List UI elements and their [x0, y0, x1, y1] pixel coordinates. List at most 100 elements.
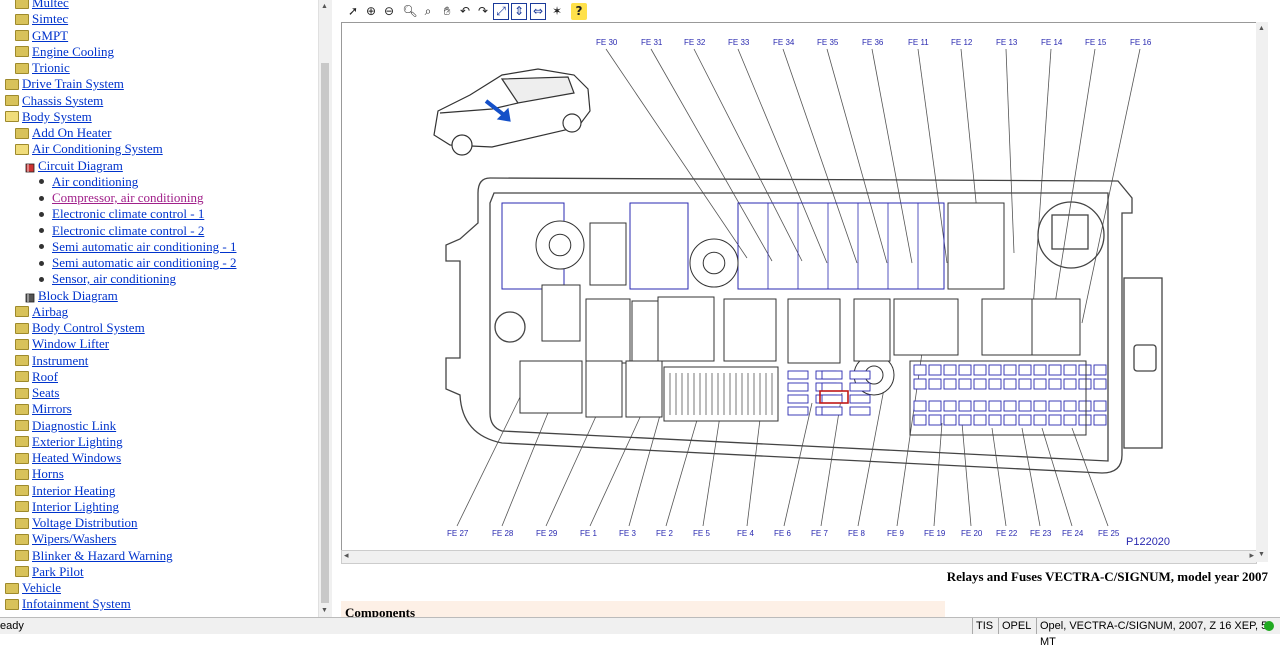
tree-item[interactable]: Seats [15, 385, 59, 401]
mini-fuse[interactable] [1033, 378, 1047, 390]
mini-fuse[interactable] [787, 394, 809, 404]
tree-item-link[interactable]: Air Conditioning System [32, 141, 163, 157]
fuse-label[interactable]: FE 32 [684, 38, 706, 47]
fuse-label[interactable]: FE 16 [1130, 38, 1152, 47]
fuse-label[interactable]: FE 36 [862, 38, 884, 47]
relay[interactable] [589, 222, 627, 286]
mini-fuse[interactable] [1063, 364, 1077, 376]
highlighted-fuse[interactable] [819, 390, 849, 404]
scroll-down-icon[interactable]: ▼ [321, 606, 328, 614]
tree-item-link[interactable]: Heated Windows [32, 450, 122, 465]
zoom-region-icon[interactable]: ⌕ [424, 4, 432, 18]
multi-connector[interactable] [663, 366, 779, 422]
tree-item[interactable]: Simtec [15, 11, 68, 27]
mini-fuse[interactable] [958, 378, 972, 390]
fuse-label[interactable]: FE 24 [1062, 529, 1084, 538]
fuse-label[interactable]: FE 27 [447, 529, 469, 538]
page-vertical-scrollbar[interactable]: ▲ ▼ [1256, 22, 1268, 562]
mini-fuse[interactable] [1018, 400, 1032, 412]
mini-fuse[interactable] [973, 414, 987, 426]
tree-item-link[interactable]: Chassis System [22, 92, 104, 108]
tree-item[interactable]: Air Conditioning System [15, 141, 163, 157]
tree-item[interactable]: Blinker & Hazard Warning [15, 548, 173, 564]
tree-item[interactable]: Electronic climate control - 1 [37, 206, 204, 222]
tree-item-link[interactable]: Interior Lighting [32, 498, 120, 514]
tree-item-link[interactable]: Infotainment System [22, 596, 131, 612]
fuse-label[interactable]: FE 14 [1041, 38, 1063, 47]
tree-item-link[interactable]: Body System [22, 108, 92, 124]
fuse-label[interactable]: FE 1 [580, 529, 597, 538]
tree-item[interactable]: Exterior Lighting [15, 434, 123, 450]
tree-item-link[interactable]: Body Control System [32, 320, 145, 335]
zoom-out-icon[interactable]: ⊖ [383, 4, 395, 18]
mini-fuse[interactable] [1018, 414, 1032, 426]
zoom-in-icon[interactable]: ⊕ [365, 4, 377, 18]
mini-fuse[interactable] [1003, 364, 1017, 376]
tree-item[interactable]: Multec [15, 0, 69, 11]
fuse-label[interactable]: FE 34 [773, 38, 795, 47]
tree-item[interactable]: Air conditioning [37, 174, 138, 190]
mini-fuse[interactable] [787, 406, 809, 416]
relay[interactable] [657, 296, 715, 362]
tree-item-link[interactable]: Window Lifter [32, 336, 110, 352]
tree-item-link[interactable]: Compressor, air conditioning [52, 190, 204, 205]
tree-item[interactable]: Semi automatic air conditioning - 1 [37, 239, 237, 255]
mini-fuse[interactable] [1078, 378, 1092, 390]
mini-fuse[interactable] [943, 364, 957, 376]
help-icon[interactable]: ? [571, 3, 587, 20]
scroll-down-icon[interactable]: ▼ [1258, 550, 1265, 558]
relay[interactable] [519, 360, 583, 414]
relay[interactable] [853, 298, 891, 362]
mini-fuse[interactable] [943, 414, 957, 426]
fuse-label[interactable]: FE 20 [961, 529, 983, 538]
mini-fuse[interactable] [1063, 400, 1077, 412]
mini-fuse[interactable] [958, 364, 972, 376]
tree-item-link[interactable]: Horns [32, 466, 64, 482]
fuse-label[interactable]: FE 8 [848, 529, 865, 538]
tree-item-link[interactable]: Voltage Distribution [32, 515, 138, 530]
mini-fuse[interactable] [1093, 400, 1107, 412]
highlight-icon[interactable]: ✶ [551, 4, 563, 18]
fuse-label[interactable]: FE 35 [817, 38, 839, 47]
mini-fuse[interactable] [958, 400, 972, 412]
fuse-label[interactable]: FE 30 [596, 38, 618, 47]
mini-fuse[interactable] [1018, 364, 1032, 376]
select-arrow-icon[interactable]: ➚ [347, 4, 359, 18]
mini-fuse[interactable] [1048, 414, 1062, 426]
mini-fuse[interactable] [913, 378, 927, 390]
relay[interactable] [1031, 298, 1081, 356]
scroll-up-icon[interactable]: ▲ [321, 2, 328, 10]
tree-item-link[interactable]: Seats [32, 385, 60, 400]
fuse-label[interactable]: FE 25 [1098, 529, 1120, 538]
mini-fuse[interactable] [1003, 378, 1017, 390]
diagram-horizontal-scrollbar[interactable]: ◂ ▸ [341, 550, 1257, 564]
mini-fuse[interactable] [1033, 400, 1047, 412]
tree-item-link[interactable]: Park Pilot [32, 563, 84, 579]
mini-fuse[interactable] [1003, 414, 1017, 426]
fuse-label[interactable]: FE 6 [774, 529, 791, 538]
tree-item-link[interactable]: Trionic [32, 60, 70, 75]
mini-fuse[interactable] [973, 364, 987, 376]
tree-item[interactable]: Chassis System [5, 93, 103, 109]
mini-fuse[interactable] [973, 400, 987, 412]
mini-fuse[interactable] [928, 400, 942, 412]
rotate-left-icon[interactable]: ↶ [459, 4, 471, 18]
tree-item-link[interactable]: Roof [32, 368, 58, 384]
mini-fuse[interactable] [1078, 414, 1092, 426]
mini-fuse[interactable] [943, 378, 957, 390]
tree-item[interactable]: Mirrors [15, 401, 72, 417]
mini-fuse[interactable] [943, 400, 957, 412]
fuse-label[interactable]: FE 23 [1030, 529, 1052, 538]
tree-item[interactable]: Heated Windows [15, 450, 121, 466]
tree-item[interactable]: Trionic [15, 60, 70, 76]
mini-fuse[interactable] [1018, 378, 1032, 390]
relay[interactable] [541, 284, 581, 342]
mini-fuse[interactable] [913, 364, 927, 376]
mini-fuse[interactable] [1048, 400, 1062, 412]
tree-item[interactable]: Airbag [15, 304, 68, 320]
mini-fuse[interactable] [988, 400, 1002, 412]
fuse-label[interactable]: FE 12 [951, 38, 973, 47]
fuse-label[interactable]: FE 4 [737, 529, 754, 538]
tree-item[interactable]: Vehicle [5, 580, 61, 596]
